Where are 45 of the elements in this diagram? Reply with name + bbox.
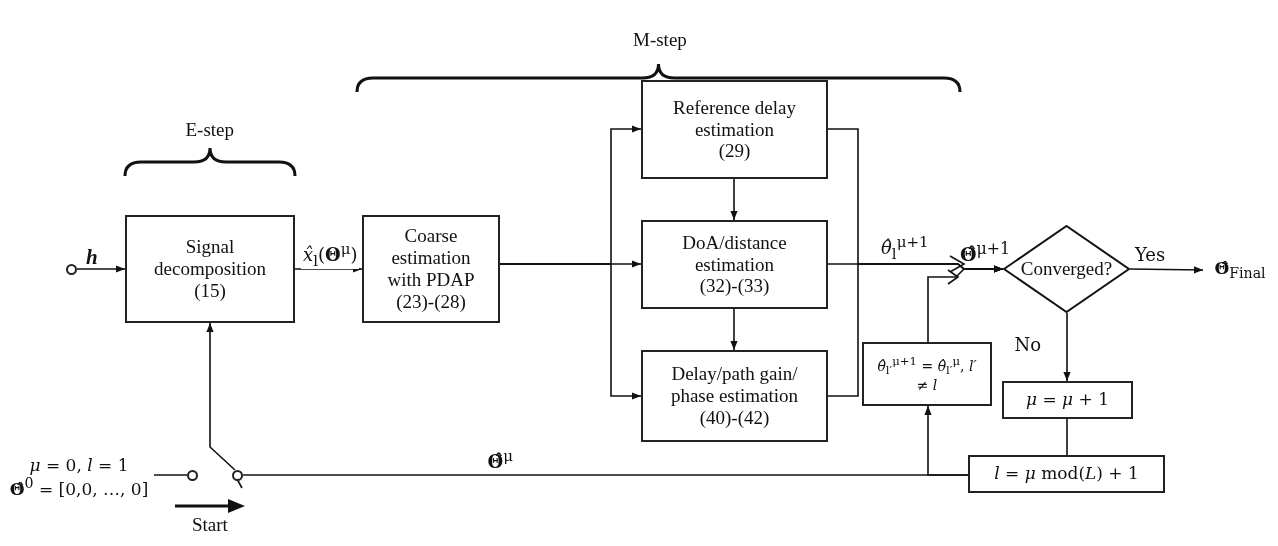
process-box — [641, 80, 828, 179]
input-label: h — [86, 246, 98, 270]
process-box — [362, 215, 500, 323]
arrow — [499, 263, 642, 400]
box-label: (40)-(42) — [699, 406, 770, 429]
process-box — [641, 350, 828, 442]
step-label: M-step — [633, 29, 687, 51]
box-label: (32)-(33) — [699, 275, 770, 298]
decision-label: Converged? — [1020, 258, 1113, 280]
terminal-circle — [66, 264, 77, 275]
math-text: μ = 0, l = 1 — [29, 454, 129, 476]
box-label: Coarse estimation with PDAP — [386, 225, 476, 291]
arrow — [730, 178, 738, 221]
step-label: E-step — [185, 119, 235, 141]
connector-line — [1066, 418, 1068, 456]
arrow — [1129, 266, 1204, 274]
terminal-circle — [187, 470, 198, 481]
box-label: Reference delay estimation — [672, 96, 797, 141]
box-label: (23)-(28) — [396, 290, 466, 313]
arrow — [1063, 312, 1071, 382]
box-label: (29) — [718, 140, 751, 163]
process-box — [862, 342, 992, 406]
process-box — [641, 220, 828, 309]
box-label: (15) — [194, 279, 226, 302]
math-text: Θ̂$^{0}$ = [0,0, …, 0] — [9, 475, 149, 500]
arrow — [927, 265, 1004, 343]
box-label: l = μ mod(L) + 1 — [994, 464, 1139, 484]
process-box — [125, 215, 295, 323]
terminal-circle — [232, 470, 243, 481]
box-label: μ = μ + 1 — [1025, 390, 1110, 410]
arrow — [294, 265, 363, 273]
box-label: θ̂$_{l′}$$^{μ+1}$ = θ̂$_{l′}$$^{μ}$, l′ ≠ l — [876, 354, 978, 394]
arrow — [730, 308, 738, 351]
box-label: Delay/path gain/ phase estimation — [669, 363, 800, 407]
box-label: DoA/distance estimation — [681, 231, 788, 276]
process-box — [1002, 381, 1133, 419]
connector-line — [153, 474, 188, 476]
arrow — [206, 322, 236, 471]
process-box — [968, 455, 1165, 493]
arrow — [76, 265, 126, 273]
box-label: Signal decomposition — [153, 236, 267, 280]
math-label: Θ̂$^{μ+1}$ — [960, 239, 1011, 265]
arrow — [924, 405, 969, 476]
math-text: Θ̂$_{Final}$ — [1214, 257, 1266, 283]
start-label: Start — [192, 514, 228, 536]
